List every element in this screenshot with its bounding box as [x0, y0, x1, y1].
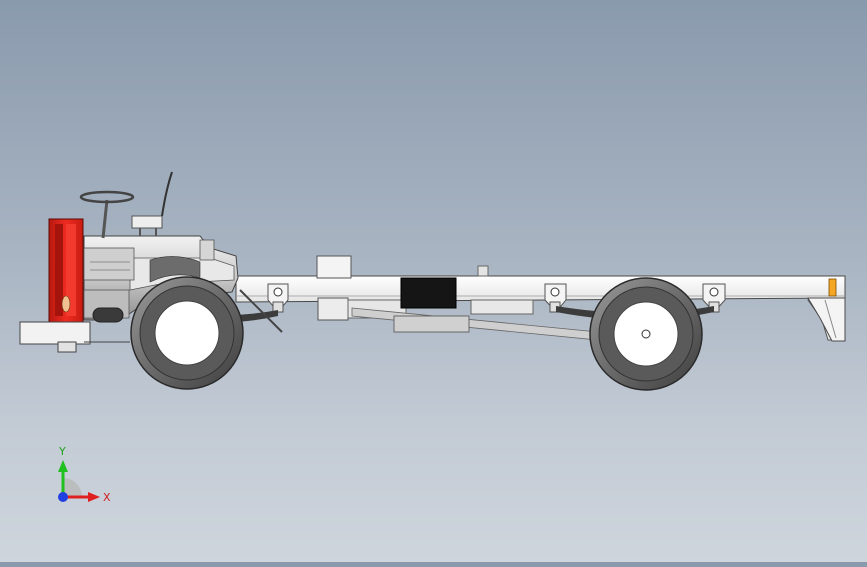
front-hitch	[19, 321, 91, 345]
exhaust-muffler	[393, 315, 470, 333]
air-stack	[477, 265, 489, 277]
battery-box	[400, 277, 457, 309]
x-axis-label: X	[103, 491, 111, 504]
spring-hanger-mid	[544, 283, 567, 313]
front-wheel[interactable]	[130, 276, 244, 390]
front-bumper[interactable]	[48, 218, 84, 324]
tractor-cab[interactable]	[83, 235, 239, 323]
rear-wheel[interactable]	[589, 277, 703, 391]
tie-rod	[239, 289, 283, 333]
chassis-frame[interactable]	[235, 275, 846, 342]
marker-light	[828, 278, 837, 297]
crossmember	[470, 299, 534, 315]
driver-seat	[131, 171, 173, 236]
coordinate-triad: Y X	[58, 445, 111, 504]
spring-hanger-front	[267, 283, 289, 313]
y-axis-label: Y	[58, 445, 66, 458]
z-axis-dot	[58, 492, 68, 502]
steering-wheel	[79, 190, 135, 239]
